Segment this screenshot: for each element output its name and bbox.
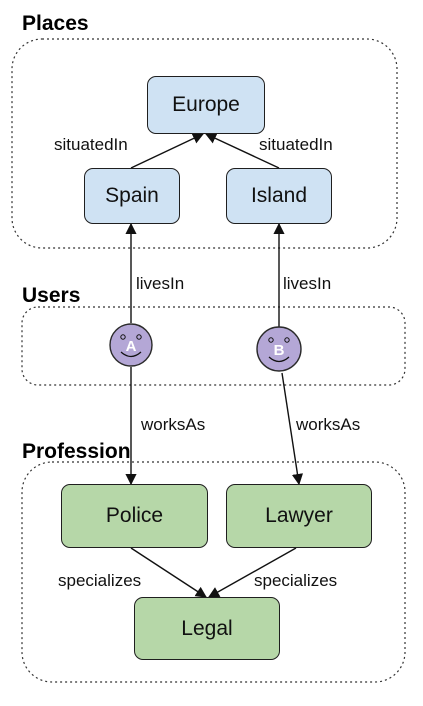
- places-section-title: Places: [22, 12, 89, 35]
- profession-group: [21, 461, 406, 683]
- node-europe: Europe: [147, 76, 265, 134]
- profession-section-title: Profession: [22, 440, 131, 463]
- edge-police-legal: [130, 547, 207, 598]
- edge-b-lawyer: [281, 372, 304, 486]
- users-group: [21, 306, 406, 386]
- user-b-face-icon: [256, 326, 302, 372]
- user-b-label: B: [274, 342, 285, 359]
- edge-lawyer-legal: [208, 547, 297, 598]
- node-legal: Legal: [134, 597, 280, 660]
- edge-label-b-lawyer: worksAs: [296, 415, 361, 434]
- edge-spain-europe: [130, 133, 205, 169]
- node-lawyer: Lawyer: [226, 484, 372, 548]
- edge-label-police-legal: specializes: [58, 571, 142, 590]
- edge-label-a-police: worksAs: [141, 415, 206, 434]
- edge-label-lawyer-legal: specializes: [254, 571, 338, 590]
- edge-label-spain-europe: situatedIn: [54, 135, 128, 154]
- user-b-node: B: [256, 326, 302, 372]
- edge-island-europe: [204, 133, 280, 169]
- user-a-label: A: [126, 338, 137, 355]
- user-a-node: A: [109, 323, 153, 367]
- users-section-title: Users: [22, 284, 81, 307]
- edge-label-a-spain: livesIn: [136, 274, 185, 293]
- node-spain: Spain: [84, 168, 180, 224]
- places-group: [11, 38, 398, 249]
- edge-label-island-europe: situatedIn: [259, 135, 333, 154]
- edge-label-b-island: livesIn: [283, 274, 332, 293]
- user-a-face-icon: [109, 323, 153, 367]
- node-island: Island: [226, 168, 332, 224]
- node-police: Police: [61, 484, 208, 548]
